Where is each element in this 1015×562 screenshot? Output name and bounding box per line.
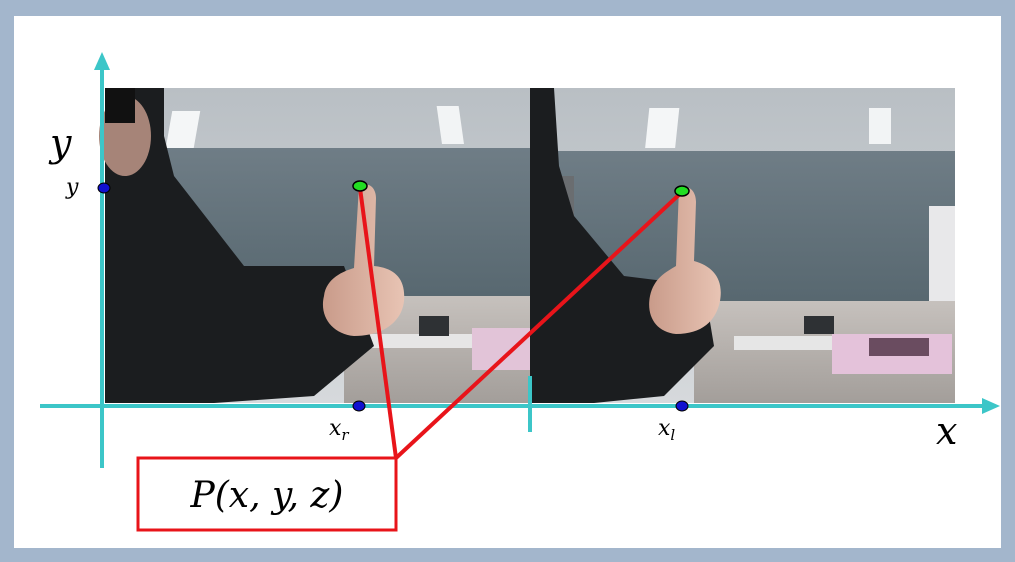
stereo-diagram: y x y xr xl P(x, y, z) bbox=[40, 52, 1000, 532]
y-axis bbox=[94, 52, 110, 468]
left-camera-image bbox=[530, 88, 955, 403]
projection-lines bbox=[358, 187, 684, 460]
point-box: P(x, y, z) bbox=[136, 456, 398, 532]
x-axis-arrowhead bbox=[982, 398, 1000, 414]
y-axis-arrowhead bbox=[94, 52, 110, 70]
diagram-canvas: y x y xr xl P(x, y, z) bbox=[14, 16, 1001, 548]
x-right-marker bbox=[352, 400, 366, 412]
left-fingertip-marker bbox=[674, 185, 690, 197]
x-left-label: xl bbox=[658, 416, 675, 444]
left-projection-line bbox=[394, 190, 684, 460]
y-point-label: y bbox=[65, 175, 79, 200]
right-projection-line bbox=[358, 187, 398, 459]
y-projection-marker bbox=[97, 182, 111, 194]
right-fingertip-marker bbox=[352, 180, 368, 192]
x-left-marker bbox=[675, 400, 689, 412]
right-camera-image bbox=[99, 88, 530, 403]
x-axis bbox=[40, 398, 1000, 414]
x-right-label: xr bbox=[329, 416, 349, 444]
x-axis-label: x bbox=[936, 409, 957, 453]
y-axis-label: y bbox=[48, 121, 72, 165]
point-box-text: P(x, y, z) bbox=[190, 475, 344, 516]
